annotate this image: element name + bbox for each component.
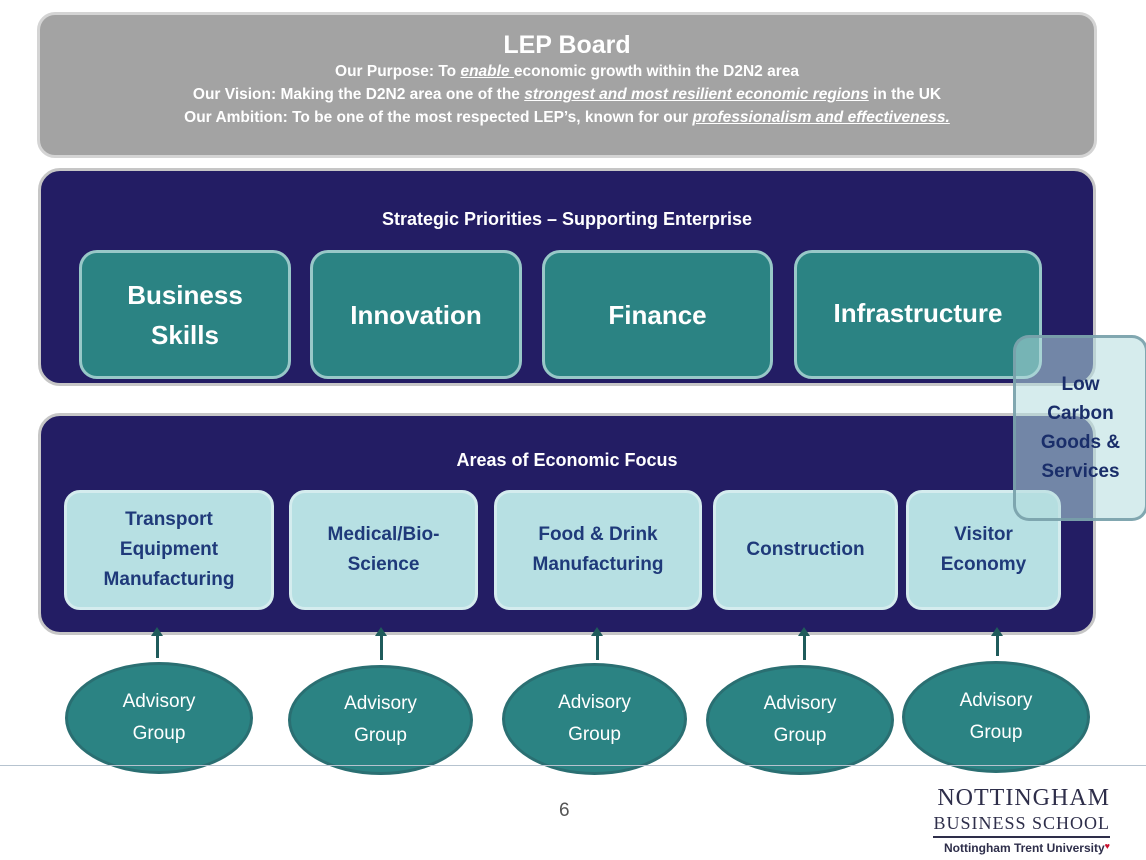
- vision-prefix: Our Vision: Making the D2N2 area one of …: [192, 86, 525, 103]
- focus-label: Transport: [125, 509, 213, 530]
- advisory-label: Advisory: [122, 691, 196, 712]
- priority-label: Finance: [608, 299, 707, 330]
- purpose-suffix: economic growth within the D2N2 area: [513, 63, 799, 80]
- vision-suffix: in the UK: [868, 86, 942, 103]
- focus-label: Construction: [746, 539, 865, 560]
- focus-label: Science: [347, 554, 420, 575]
- logo-university-name: Nottingham Trent University: [943, 841, 1105, 855]
- priority-label: Innovation: [350, 299, 482, 330]
- focus-label: Visitor: [954, 524, 1013, 545]
- focus-label: Manufacturing: [103, 569, 235, 590]
- strategic-priorities-title: Strategic Priorities – Supporting Enterp…: [381, 209, 753, 229]
- advisory-label: Group: [354, 725, 407, 746]
- priority-label: Business: [127, 279, 243, 310]
- priority-label: Skills: [151, 319, 219, 350]
- vision-statement: Our Vision: Making the D2N2 area one of …: [40, 83, 1094, 106]
- logo-line-3: Nottingham Trent University♥: [895, 841, 1110, 855]
- low-carbon-label: Goods &: [1040, 432, 1121, 453]
- purpose-prefix: Our Purpose: To: [335, 63, 461, 80]
- low-carbon-label: Carbon: [1047, 403, 1114, 424]
- low-carbon-label: Services: [1041, 461, 1120, 482]
- advisory-label: Advisory: [763, 693, 837, 714]
- advisory-label: Advisory: [558, 692, 631, 713]
- advisory-label: Group: [773, 725, 827, 746]
- economic-focus-title: Areas of Economic Focus: [456, 450, 678, 470]
- priority-label: Infrastructure: [833, 297, 1003, 328]
- heart-icon: ♥: [1104, 841, 1110, 851]
- up-arrow-icon: [798, 627, 810, 660]
- advisory-label: Group: [132, 723, 186, 744]
- ambition-statement: Our Ambition: To be one of the most resp…: [40, 106, 1094, 129]
- up-arrow-icon: [375, 627, 387, 660]
- advisory-label: Advisory: [959, 690, 1033, 711]
- up-arrow-icon: [991, 627, 1003, 656]
- focus-construction: Construction: [713, 490, 898, 610]
- focus-label: Manufacturing: [532, 554, 664, 575]
- purpose-statement: Our Purpose: To enable economic growth w…: [40, 60, 1094, 83]
- focus-label: Economy: [940, 554, 1027, 575]
- low-carbon-label: Low: [1061, 374, 1100, 395]
- advisory-label: Group: [568, 724, 621, 745]
- up-arrow-icon: [591, 627, 603, 660]
- ambition-emphasis: professionalism and effectiveness.: [692, 109, 950, 126]
- up-arrow-icon: [151, 627, 163, 658]
- focus-label: Medical/Bio-: [327, 524, 440, 545]
- logo-line-2: BUSINESS SCHOOL: [933, 812, 1110, 838]
- lep-board-title: LEP Board: [503, 31, 631, 59]
- priority-innovation: Innovation: [310, 250, 522, 379]
- focus-medical-bioscience: Medical/Bio- Science: [289, 490, 478, 610]
- focus-label: Food & Drink: [538, 524, 658, 545]
- ambition-prefix: Our Ambition: To be one of the most resp…: [184, 109, 693, 126]
- logo-line-1: NOTTINGHAM: [937, 785, 1110, 811]
- vision-emphasis: strongest and most resilient economic re…: [524, 86, 869, 103]
- purpose-emphasis: enable: [460, 63, 514, 80]
- priority-infrastructure: Infrastructure: [794, 250, 1042, 379]
- priority-finance: Finance: [542, 250, 773, 379]
- page-number: 6: [559, 800, 570, 821]
- advisory-label: Advisory: [344, 693, 417, 714]
- focus-label: Equipment: [119, 539, 219, 560]
- lep-board-box: LEP Board Our Purpose: To enable economi…: [37, 12, 1097, 158]
- nottingham-business-school-logo: NOTTINGHAM BUSINESS SCHOOL Nottingham Tr…: [895, 784, 1110, 855]
- advisory-label: Group: [969, 722, 1023, 743]
- footer-divider: [0, 765, 1146, 766]
